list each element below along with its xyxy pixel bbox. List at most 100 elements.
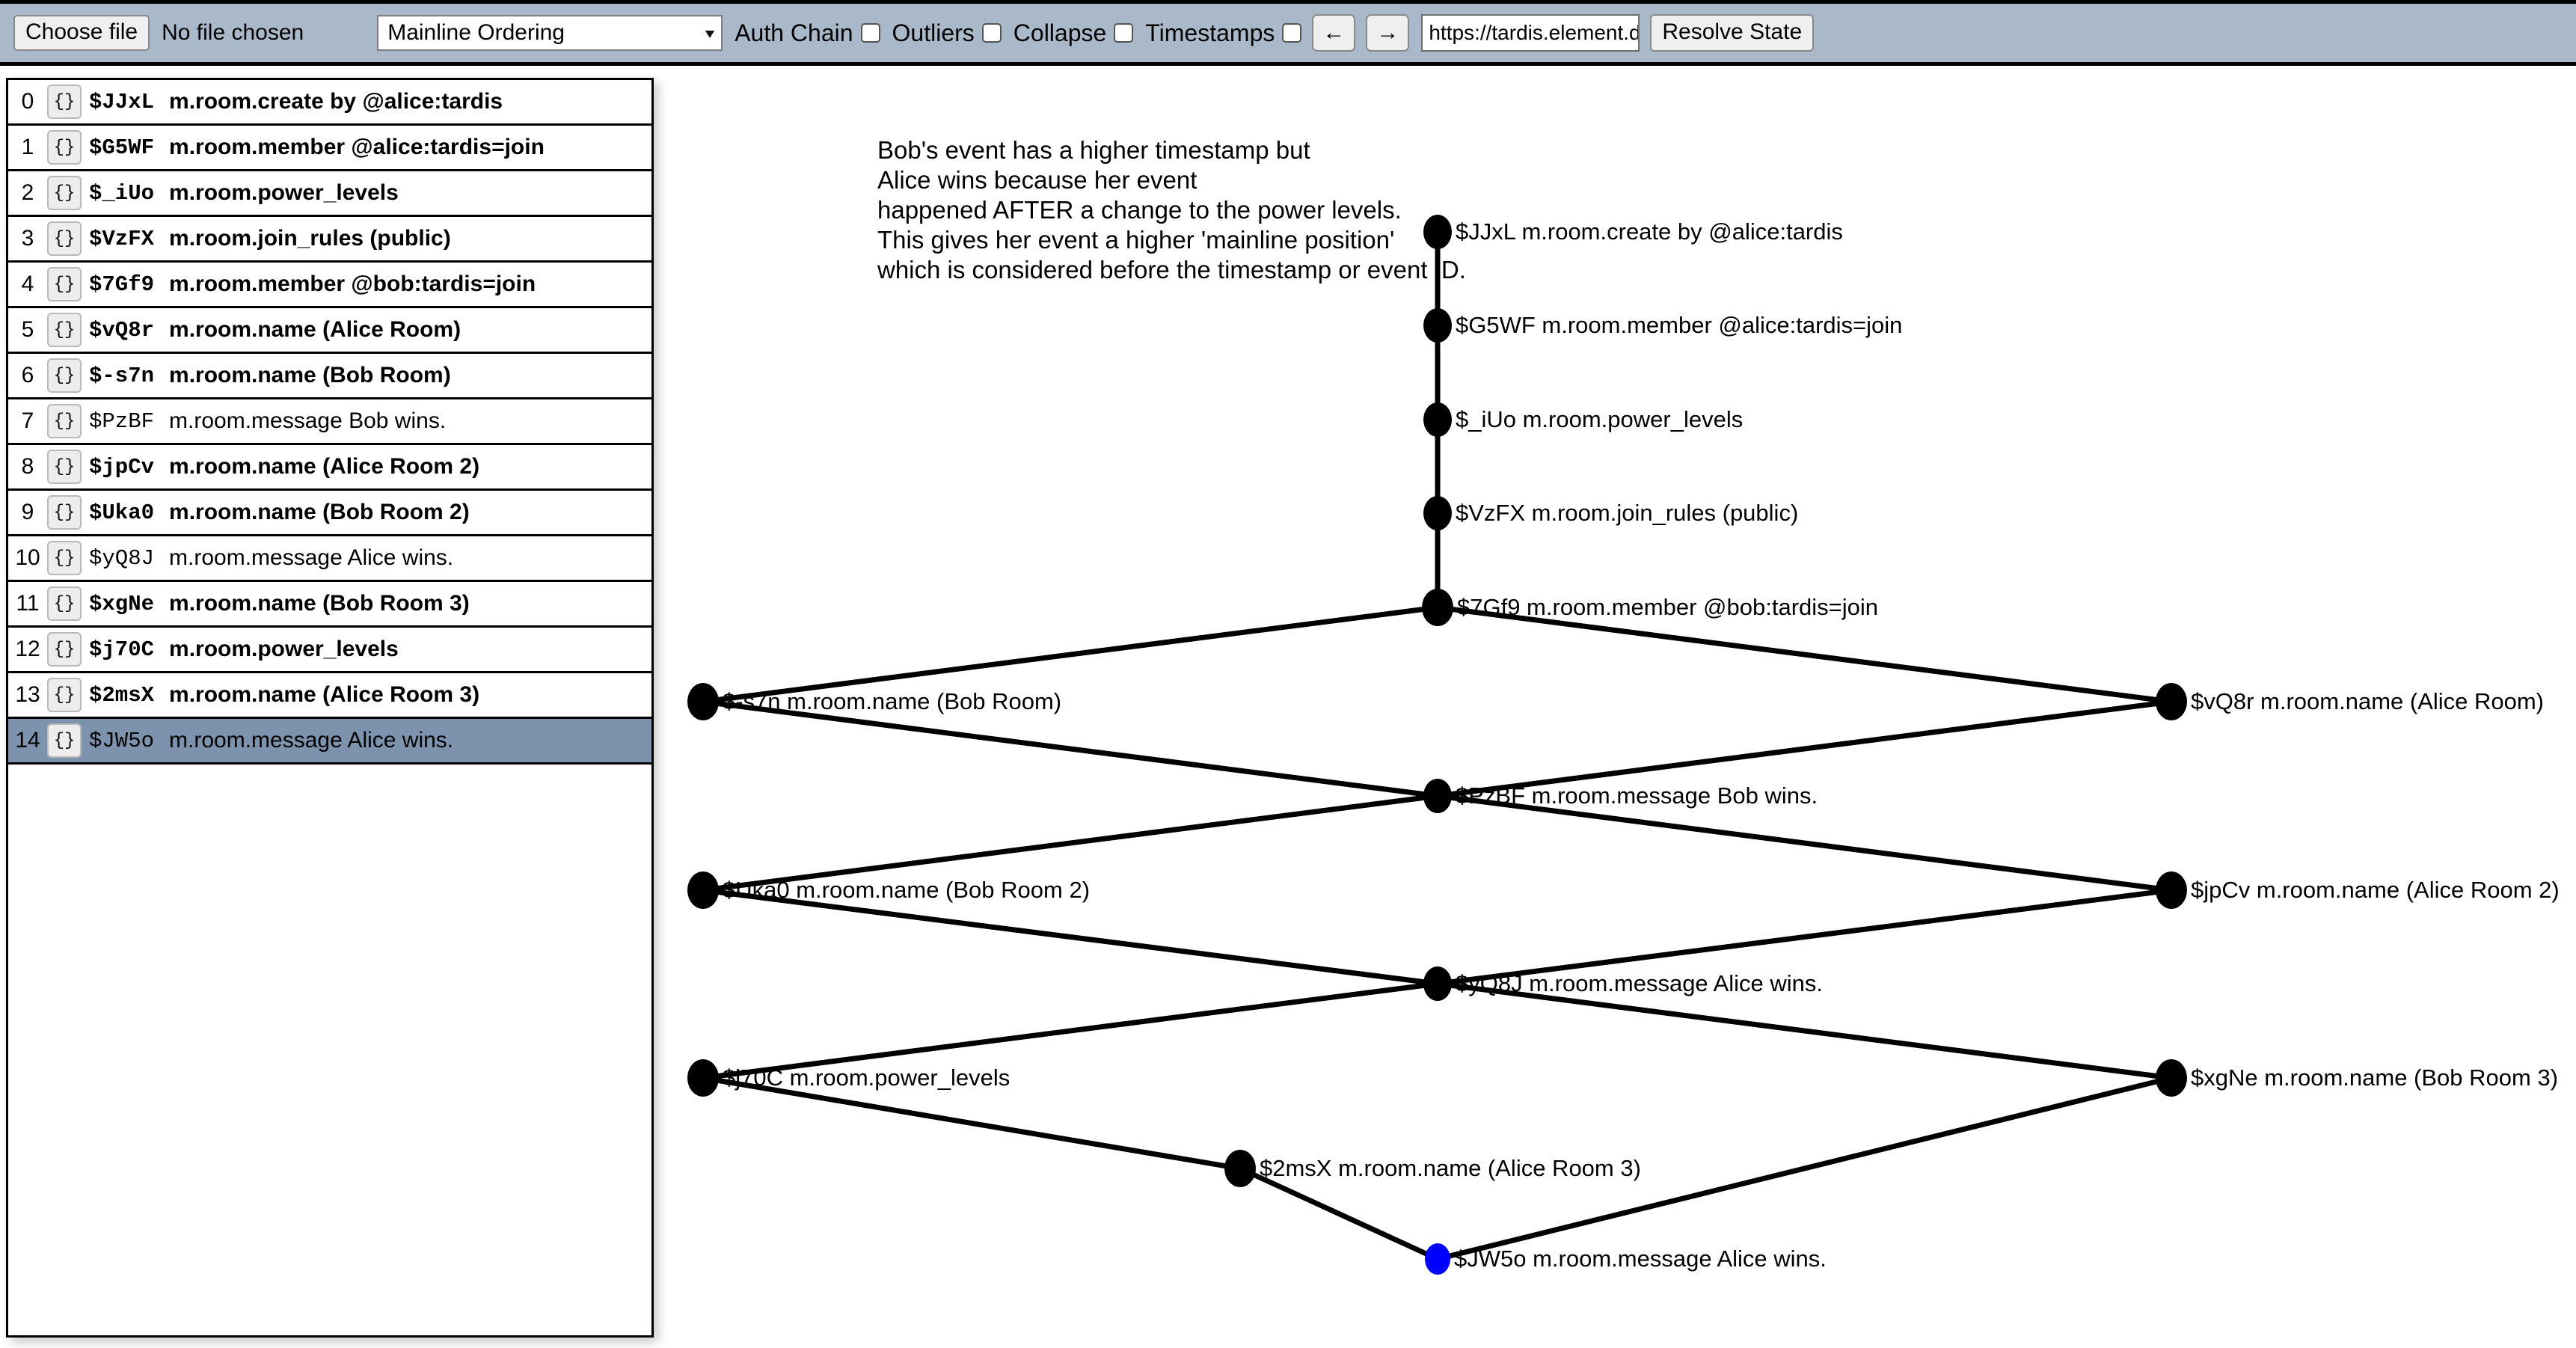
- dag-node-label: $-s7n m.room.name (Bob Room): [723, 688, 1061, 714]
- dag-node[interactable]: [2156, 683, 2187, 720]
- json-braces-icon[interactable]: {}: [47, 176, 82, 210]
- annotation-line: which is considered before the timestamp…: [877, 256, 1466, 284]
- dag-node[interactable]: [1224, 1150, 1256, 1187]
- outliers-checkbox[interactable]: [981, 23, 1002, 43]
- event-id: $7Gf9: [89, 272, 155, 297]
- event-id: $j70C: [89, 637, 155, 662]
- event-index: 6: [21, 363, 34, 387]
- node-layer: $JJxL m.room.create by @alice:tardis$G5W…: [687, 215, 2560, 1275]
- json-braces-icon[interactable]: {}: [47, 678, 82, 712]
- event-id: $vQ8r: [89, 317, 155, 343]
- dag-node[interactable]: [1423, 402, 1452, 437]
- dag-node[interactable]: [687, 871, 719, 909]
- event-dag-graph[interactable]: $JJxL m.room.create by @alice:tardis$G5W…: [658, 70, 2576, 1348]
- dag-node[interactable]: [687, 1059, 719, 1097]
- dag-node[interactable]: [1422, 589, 1453, 626]
- event-id: $VzFX: [89, 226, 155, 251]
- event-description: m.room.member @alice:tardis=join: [169, 135, 545, 159]
- timestamps-checkbox-group[interactable]: Timestamps: [1145, 21, 1302, 45]
- event-description: m.room.member @bob:tardis=join: [169, 272, 536, 296]
- dag-node[interactable]: [687, 683, 719, 720]
- json-braces-icon[interactable]: {}: [47, 450, 82, 484]
- event-id: $-s7n: [89, 363, 155, 388]
- dag-node[interactable]: [1423, 215, 1452, 249]
- json-braces-icon[interactable]: {}: [47, 85, 82, 119]
- annotation-line: Bob's event has a higher timestamp but: [877, 136, 1310, 164]
- chevron-down-icon: ▾: [705, 25, 715, 42]
- dag-node-label: $VzFX m.room.join_rules (public): [1456, 500, 1798, 526]
- collapse-checkbox[interactable]: [1114, 23, 1134, 43]
- event-index: 1: [21, 135, 34, 159]
- event-description: m.room.name (Bob Room 3): [169, 591, 470, 616]
- event-id: $Uka0: [89, 500, 155, 525]
- dag-edge: [702, 699, 1438, 799]
- dag-node[interactable]: [1423, 779, 1452, 813]
- json-braces-icon[interactable]: {}: [47, 541, 82, 575]
- dag-node-label: $2msX m.room.name (Alice Room 3): [1260, 1155, 1641, 1181]
- collapse-checkbox-group[interactable]: Collapse: [1013, 21, 1134, 45]
- json-braces-icon[interactable]: {}: [47, 723, 82, 758]
- event-index: 0: [21, 89, 34, 114]
- resolve-state-button[interactable]: Resolve State: [1650, 14, 1815, 52]
- json-braces-icon[interactable]: {}: [47, 586, 82, 621]
- collapse-label: Collapse: [1013, 19, 1107, 46]
- event-index: 2: [21, 180, 34, 205]
- dag-node-label: $xgNe m.room.name (Bob Room 3): [2191, 1064, 2558, 1091]
- json-braces-icon[interactable]: {}: [47, 267, 82, 301]
- dag-edge: [702, 1075, 1241, 1171]
- dag-node[interactable]: [1423, 496, 1452, 530]
- dag-node-label: $PzBF m.room.message Bob wins.: [1456, 782, 1818, 809]
- dag-edge: [1437, 793, 2172, 893]
- dag-edge: [1437, 699, 2172, 799]
- json-braces-icon[interactable]: {}: [47, 632, 82, 667]
- auth-chain-label: Auth Chain: [735, 19, 853, 46]
- timestamps-checkbox[interactable]: [1282, 23, 1302, 43]
- file-picker[interactable]: Choose file No file chosen: [13, 15, 304, 51]
- no-file-chosen-label: No file chosen: [162, 20, 304, 45]
- ordering-select[interactable]: Mainline Ordering ▾: [377, 15, 723, 51]
- dag-edge: [702, 604, 1438, 705]
- annotation-line: This gives her event a higher 'mainline …: [877, 226, 1394, 254]
- auth-chain-checkbox-group[interactable]: Auth Chain: [735, 21, 880, 45]
- dag-node[interactable]: [1423, 308, 1452, 343]
- forward-arrow-button[interactable]: →: [1366, 14, 1410, 52]
- choose-file-button[interactable]: Choose file: [13, 15, 150, 51]
- dag-node-label: $Uka0 m.room.name (Bob Room 2): [723, 877, 1090, 903]
- dag-node[interactable]: [2156, 1059, 2187, 1097]
- outliers-checkbox-group[interactable]: Outliers: [892, 21, 1002, 45]
- json-braces-icon[interactable]: {}: [47, 358, 82, 393]
- auth-chain-checkbox[interactable]: [860, 23, 880, 43]
- url-input[interactable]: https://tardis.element.dev: [1421, 14, 1640, 52]
- json-braces-icon[interactable]: {}: [47, 130, 82, 165]
- json-braces-icon[interactable]: {}: [47, 313, 82, 347]
- back-arrow-button[interactable]: ←: [1312, 14, 1356, 52]
- json-braces-icon[interactable]: {}: [47, 495, 82, 530]
- event-description: m.room.message Bob wins.: [169, 408, 447, 433]
- json-braces-icon[interactable]: {}: [47, 221, 82, 256]
- dag-node[interactable]: [2156, 871, 2187, 909]
- dag-node[interactable]: [1423, 966, 1452, 1001]
- event-id: $JJxL: [89, 89, 155, 114]
- dag-node-label: $7Gf9 m.room.member @bob:tardis=join: [1457, 594, 1878, 620]
- event-id: $PzBF: [89, 408, 155, 434]
- dag-edge: [1437, 887, 2172, 987]
- json-braces-icon[interactable]: {}: [47, 404, 82, 438]
- dag-node-selected[interactable]: [1425, 1243, 1450, 1275]
- event-description: m.room.name (Bob Room 2): [169, 500, 470, 524]
